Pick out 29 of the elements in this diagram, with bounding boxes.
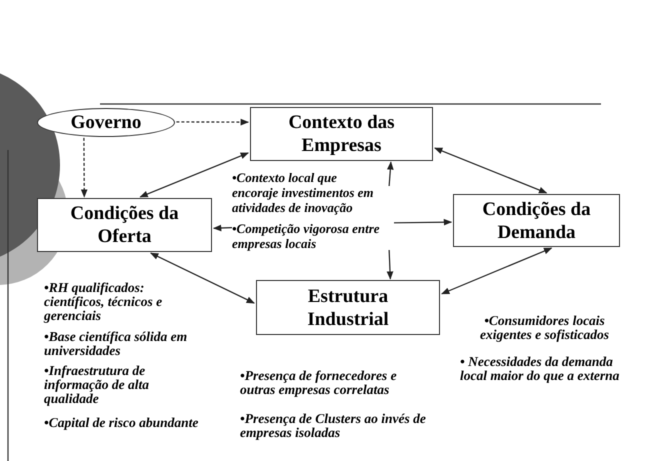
- node-title: Contexto das Empresas: [287, 111, 396, 157]
- dashed-arrow: [176, 118, 249, 126]
- arrow: [139, 152, 249, 198]
- bullet-text: •Presença de Clusters ao invés de empresas isoladas: [240, 412, 427, 440]
- node-title: Condições da Oferta: [69, 202, 180, 248]
- bullet-text: • Necessidades da demanda local maior do que a externa: [460, 355, 620, 383]
- bullet-text: •Capital de risco abundante: [44, 416, 200, 430]
- node-title: Governo: [70, 111, 142, 134]
- process-box: [453, 194, 620, 247]
- node-title: Condições da Demanda: [481, 198, 592, 244]
- process-box: [256, 280, 440, 335]
- arrow: [394, 218, 452, 226]
- bullet-text: •Contexto local que encoraje investimentos em atividades de inovação: [232, 170, 375, 215]
- arrow: [212, 224, 232, 232]
- bullet-text: •Presença de fornecedores e outras empresas correlatas: [240, 369, 398, 397]
- node-title: Estrutura Industrial: [306, 284, 390, 330]
- arrow: [434, 147, 548, 194]
- arrow: [441, 248, 552, 294]
- process-box: [250, 107, 433, 161]
- arrow: [150, 252, 255, 304]
- bullet-text: •Consumidores locais exigentes e sofisticados: [479, 314, 610, 342]
- arrow: [386, 250, 394, 280]
- bullet-text: •Base científica sólida em universidades: [44, 330, 188, 358]
- dashed-arrow: [80, 138, 88, 198]
- bullet-text: •RH qualificados: científicos, técnicos e gerenciais: [44, 281, 164, 323]
- process-box: [37, 198, 212, 252]
- bullet-text: •Competição vigorosa entre empresas locais: [232, 221, 381, 251]
- arrow: [387, 161, 394, 186]
- bullet-text: •Infraestrutura de informação de alta qualidade: [44, 364, 150, 406]
